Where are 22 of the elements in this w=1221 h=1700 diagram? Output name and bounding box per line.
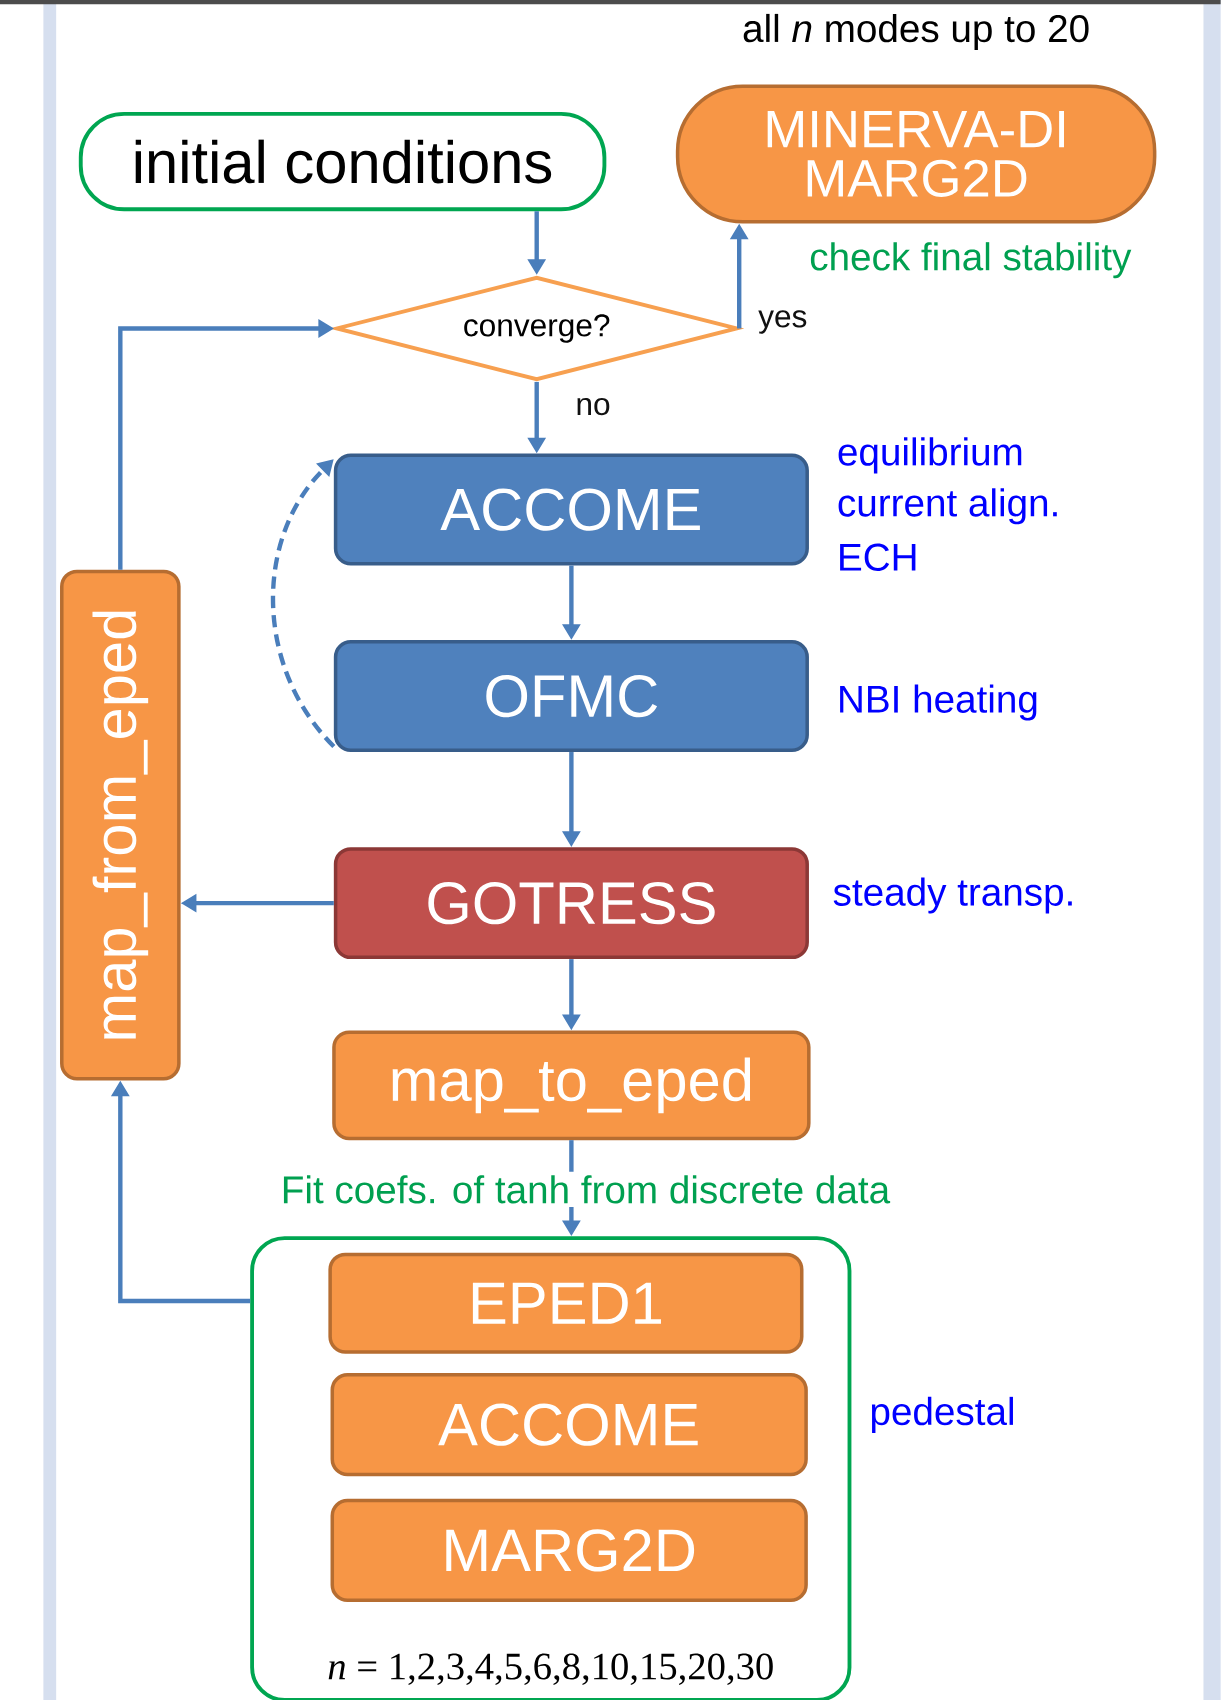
process-box: ACCOME: [333, 453, 810, 566]
process-box: map_to_eped: [332, 1030, 811, 1141]
note: check final stability: [811, 242, 1132, 279]
side-note: equilibrium: [838, 437, 1022, 474]
side-note: ECH: [840, 543, 916, 571]
process-box: GOTRESS: [333, 847, 810, 960]
process-box: MINERVA-DI MARG2D: [675, 84, 1157, 224]
process-box: EPED1: [328, 1252, 804, 1354]
edge-label: no: [572, 394, 615, 419]
arrow: [271, 459, 336, 748]
process-box: MARG2D: [330, 1498, 808, 1602]
process-box: OFMC: [333, 640, 810, 753]
side-note: pedestal: [872, 1396, 1014, 1433]
terminal-box: initial conditions: [78, 111, 607, 212]
side-note: steady transp.: [833, 877, 1072, 914]
side-note: NBI heating: [840, 684, 1037, 721]
side-note: all n modes up to 20: [743, 13, 1089, 50]
process-box: ACCOME: [330, 1373, 808, 1477]
edge-label: Fit coefs. of tanh from discrete data: [277, 1171, 894, 1208]
side-note: current align.: [838, 488, 1057, 525]
edge-label: yes: [754, 306, 811, 338]
process-box: map_from_eped: [60, 569, 181, 1081]
